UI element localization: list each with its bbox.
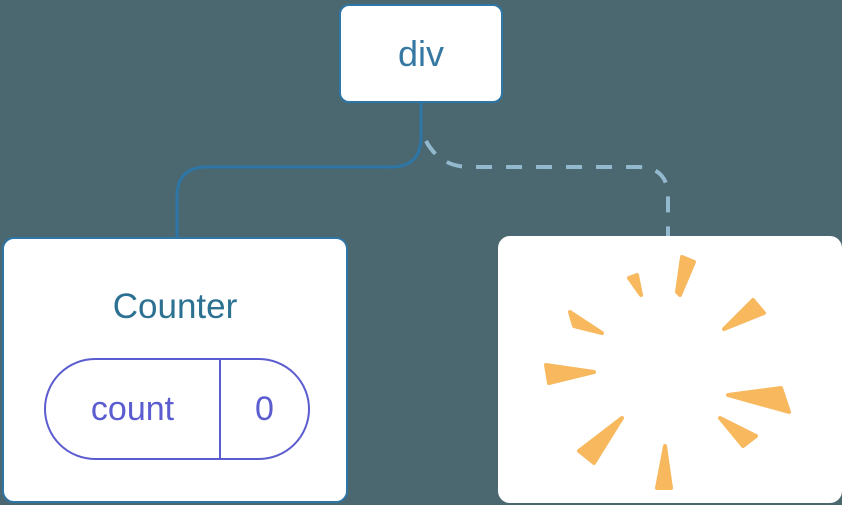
poof-ray: [718, 416, 758, 448]
poof-ray: [577, 416, 624, 465]
root-node: div: [339, 4, 503, 103]
poof-ray: [722, 298, 766, 331]
poof-icon: [544, 255, 791, 490]
connector-dashed: [424, 140, 670, 237]
root-node-label: div: [397, 32, 445, 74]
poof-ray: [675, 255, 696, 297]
state-value: 0: [255, 389, 274, 428]
poof-ray: [655, 444, 673, 490]
poof-ray: [627, 273, 643, 297]
poof-ray: [544, 363, 596, 385]
removed-card: [498, 236, 842, 503]
poof-ray: [726, 386, 791, 414]
counter-title: Counter: [112, 287, 238, 326]
state-pill: count 0: [44, 358, 310, 460]
state-key: count: [46, 360, 221, 458]
connector-solid: [175, 103, 423, 238]
counter-card: Counter count 0: [2, 237, 348, 503]
poof-ray: [568, 310, 604, 335]
